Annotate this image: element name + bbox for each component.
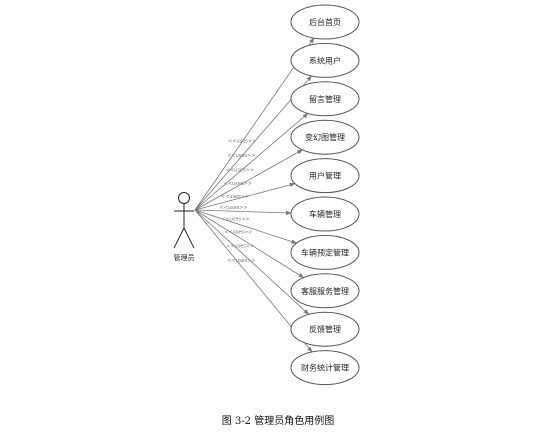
association-edge [194,149,303,211]
use-case-ellipse [290,81,360,117]
figure-caption: 图 3-2 管理员角色用例图 [221,416,335,427]
use-case: 变幻图管理 [290,119,360,155]
use-case-label: 系统用户 [309,55,341,65]
use-case: 财务统计管理 [290,350,360,386]
stereotype-label: <<uses>> [227,258,255,264]
use-case: 车辆管理 [290,196,360,232]
use-case: 留言管理 [290,81,360,117]
use-case-ellipse [290,42,360,78]
stereotype-label: <<uses>> [228,139,256,145]
use-case-ellipse [290,350,360,386]
actor-name: 管理员 [174,253,195,262]
association-edge [194,209,310,315]
use-case-label: 后台首页 [309,17,341,27]
stereotype-label: <<uses>> [224,230,252,236]
use-case: 反馈管理 [290,311,360,347]
actor-head [178,192,190,204]
use-case: 车辆预定管理 [290,234,360,270]
stereotype-label: <<uses>> [226,167,254,173]
use-case-label: 用户管理 [309,171,341,181]
use-case-label: 客服服务管理 [301,286,349,296]
association-edges: <<uses>> <<uses>> <<uses>> <<uses>> <<uses>>… [194,37,315,353]
association-edge [194,209,298,244]
association-edge [194,113,309,211]
use-case: 用户管理 [290,158,360,194]
stereotype-label: <<uses>> [221,194,249,200]
use-case-label: 财务统计管理 [301,363,349,373]
stereotype-label: <<uses>> [226,244,254,250]
stereotype-label: <<uses>> [221,217,249,223]
use-case-label: 变幻图管理 [305,132,345,142]
stereotype-label: <<uses>> [219,205,247,211]
use-case-ellipse [290,4,360,40]
use-case-label: 车辆预定管理 [301,247,349,257]
association-edge [194,209,292,216]
use-case-label: 车辆管理 [309,209,341,219]
use-case-ellipse [290,273,360,309]
stereotype-label: <<uses>> [227,153,255,159]
actor-left-leg [173,227,185,249]
use-case: 客服服务管理 [290,273,360,309]
use-case-group: 后台首页系统用户留言管理变幻图管理用户管理车辆管理车辆预定管理客服服务管理反馈管… [290,4,360,386]
use-case-ellipse [290,311,360,347]
use-case-ellipse [290,196,360,232]
association-edge [194,209,305,278]
use-case-label: 反馈管理 [309,324,341,334]
use-case-ellipse [290,119,360,155]
use-case: 系统用户 [290,42,360,78]
association-edge [194,182,296,211]
stereotype-label: <<uses>> [224,181,252,187]
actor-administrator: 管理员 [173,192,195,262]
use-case-label: 留言管理 [309,94,341,104]
actor-right-leg [183,227,195,249]
use-case-ellipse [290,234,360,270]
use-case: 后台首页 [290,4,360,40]
use-case-ellipse [290,158,360,194]
